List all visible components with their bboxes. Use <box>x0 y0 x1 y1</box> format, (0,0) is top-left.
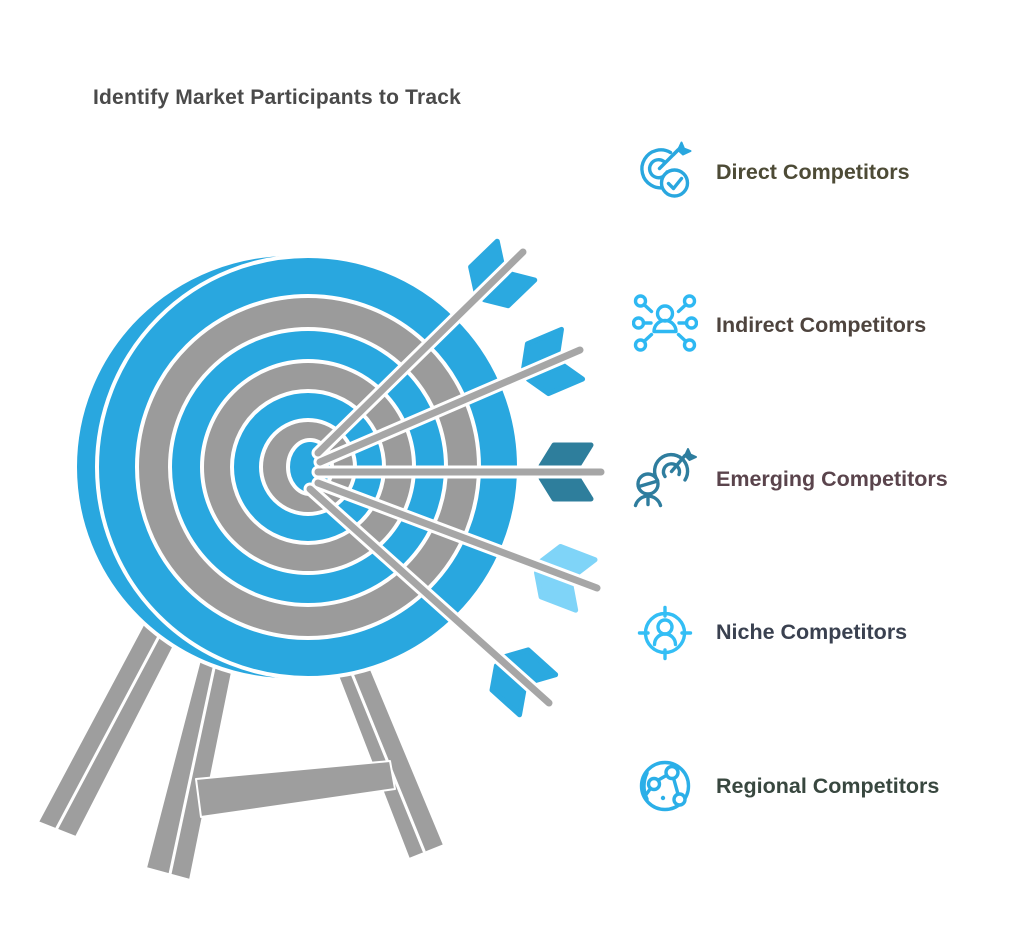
legend-item-label: Emerging Competitors <box>716 466 948 491</box>
target-stand <box>37 611 445 881</box>
legend-item-label: Niche Competitors <box>716 619 908 644</box>
target-check-icon <box>632 139 698 205</box>
legend-item-indirect-competitors: Indirect Competitors <box>632 292 926 358</box>
dartboard-illustration <box>37 0 608 881</box>
globe-network-icon <box>632 753 698 819</box>
legend-item-label: Direct Competitors <box>716 159 910 184</box>
legend-item-niche-competitors: Niche Competitors <box>632 599 907 665</box>
legend-item-direct-competitors: Direct Competitors <box>632 139 910 205</box>
legend-item-emerging-competitors: Emerging Competitors <box>632 446 948 512</box>
person-target-icon <box>632 446 698 512</box>
person-crosshair-icon <box>632 599 698 665</box>
person-network-icon <box>632 292 698 358</box>
page-title: Identify Market Participants to Track <box>93 86 462 109</box>
legend-item-label: Regional Competitors <box>716 773 940 798</box>
legend-item-regional-competitors: Regional Competitors <box>632 753 939 819</box>
legend: Direct Competitors Indirect Competitors <box>632 0 1024 940</box>
arrow-shafts <box>303 245 608 710</box>
legend-item-label: Indirect Competitors <box>716 312 927 337</box>
